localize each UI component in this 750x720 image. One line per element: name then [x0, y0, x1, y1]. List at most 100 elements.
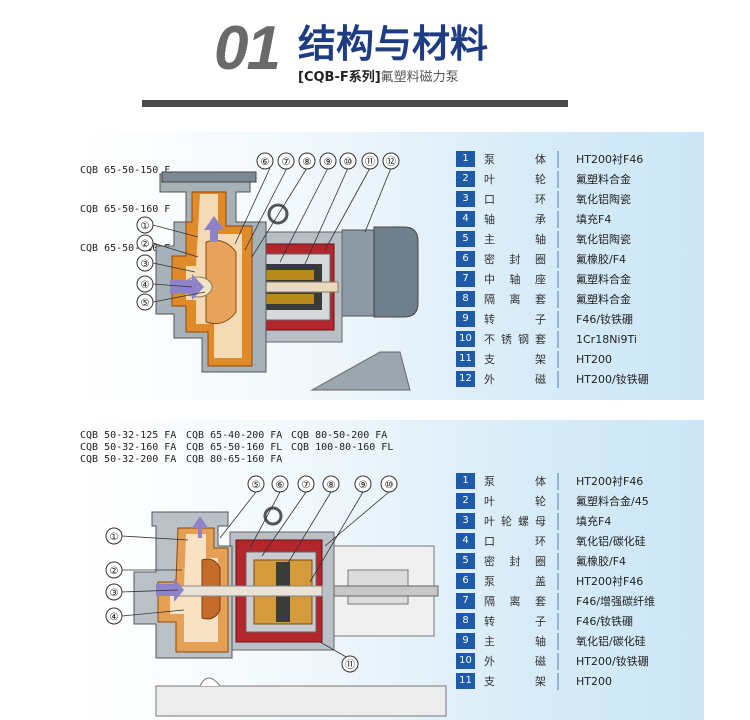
header-divider [142, 100, 568, 107]
part-name: 叶轮 [484, 495, 546, 508]
model-label: CQB 65-50-160 FL [186, 442, 283, 453]
part-name: 泵体 [484, 153, 546, 166]
callout-10: ⑩ [385, 480, 394, 491]
part-material: HT200/钕铁硼 [576, 655, 649, 668]
model-list-2b: CQB 65-40-200 FA CQB 65-50-160 FL CQB 80… [186, 430, 282, 466]
part-material: 氧化铝/碳化硅 [576, 535, 646, 548]
part-material: F46/增强碳纤维 [576, 595, 656, 608]
callout-5: ⑤ [252, 480, 261, 491]
column-separator [557, 613, 559, 630]
part-number-badge: 2 [456, 171, 475, 187]
column-separator [557, 371, 559, 388]
part-number-badge: 10 [456, 331, 475, 347]
outlet-flange [161, 171, 257, 183]
part-number-badge: 5 [456, 231, 475, 247]
base-plate [155, 685, 447, 717]
model-label: CQB 65-50-150 F [80, 165, 171, 176]
section-number: 01 [214, 14, 281, 83]
part-name: 轴承 [484, 213, 546, 226]
model-label: CQB 50-32-160 FA [80, 442, 177, 453]
callout-6: ⑥ [261, 157, 270, 168]
part-material: 氧化铝/碳化硅 [576, 635, 646, 648]
leader-lines-left [152, 167, 392, 303]
callout-4: ④ [141, 280, 150, 291]
motor-body [373, 226, 419, 318]
model-label: CQB 50-32-200 FA [80, 454, 177, 465]
part-material: 氟橡胶/F4 [576, 253, 627, 266]
part-number-badge: 12 [456, 371, 475, 387]
page-header: 01 结构与材料 [CQB-F系列]氟塑料磁力泵 [0, 0, 750, 110]
callout-3: ③ [110, 588, 119, 599]
column-separator [557, 171, 559, 188]
part-material: HT200衬F46 [576, 153, 644, 166]
part-material: HT200衬F46 [576, 475, 644, 488]
column-separator [557, 351, 559, 368]
part-name: 转子 [484, 615, 546, 628]
rotor-magnet-top [264, 270, 314, 280]
subtitle-series: [CQB-F系列] [298, 70, 381, 85]
callout-3: ③ [141, 259, 150, 270]
callouts-1 [136, 152, 400, 311]
column-separator [557, 493, 559, 510]
column-separator [557, 573, 559, 590]
part-name: 外磁 [484, 373, 546, 386]
part-name: 主轴 [484, 635, 546, 648]
rotor-magnet-bottom [264, 294, 314, 304]
callout-1: ① [141, 221, 150, 232]
callouts-2 [105, 475, 398, 673]
part-material: 1Cr18Ni9Ti [576, 333, 637, 346]
callout-11: ⑪ [345, 659, 355, 671]
callout-4: ④ [110, 612, 119, 623]
part-name: 泵盖 [484, 575, 546, 588]
column-separator [557, 513, 559, 530]
part-material: 填充F4 [576, 213, 612, 226]
model-label: CQB 80-50-200 FA [291, 430, 388, 441]
pump-stand [310, 351, 411, 391]
part-number-badge: 7 [456, 593, 475, 609]
column-separator [557, 291, 559, 308]
part-name: 叶轮 [484, 173, 546, 186]
callout-8: ⑧ [327, 480, 336, 491]
model-list-2a: CQB 50-32-125 FA CQB 50-32-160 FA CQB 50… [80, 430, 176, 466]
part-number-badge: 9 [456, 311, 475, 327]
model-label: CQB 80-65-160 FA [186, 454, 283, 465]
part-material: HT200衬F46 [576, 575, 644, 588]
part-material: 氟塑料合金 [576, 273, 631, 286]
column-separator [557, 211, 559, 228]
lifting-eye-2 [263, 506, 283, 526]
page-subtitle: [CQB-F系列]氟塑料磁力泵 [298, 70, 459, 85]
part-number-badge: 3 [456, 513, 475, 529]
part-name: 密封圈 [484, 555, 546, 568]
column-separator [557, 533, 559, 550]
column-separator [557, 653, 559, 670]
page-title: 结构与材料 [298, 22, 489, 66]
parts-row: 12 外磁 HT200/钕铁硼 [456, 370, 750, 389]
part-name: 口环 [484, 193, 546, 206]
part-name: 隔离套 [484, 595, 546, 608]
outlet-flow-arrow [204, 216, 224, 242]
part-material: HT200 [576, 675, 612, 688]
part-number-badge: 8 [456, 291, 475, 307]
part-material: 氧化铝陶瓷 [576, 233, 631, 246]
callout-2: ② [141, 239, 150, 250]
part-material: 氟橡胶/F4 [576, 555, 627, 568]
column-separator [557, 593, 559, 610]
part-name: 口环 [484, 535, 546, 548]
callout-8: ⑧ [303, 157, 312, 168]
part-number-badge: 8 [456, 613, 475, 629]
part-name: 隔离套 [484, 293, 546, 306]
part-number-badge: 9 [456, 633, 475, 649]
motor-adapter [341, 229, 375, 317]
column-separator [557, 191, 559, 208]
base-cutout [199, 677, 221, 687]
outlet-flow-arrow-2 [192, 516, 208, 538]
part-material: HT200/钕铁硼 [576, 373, 649, 386]
callout-6: ⑥ [276, 480, 285, 491]
